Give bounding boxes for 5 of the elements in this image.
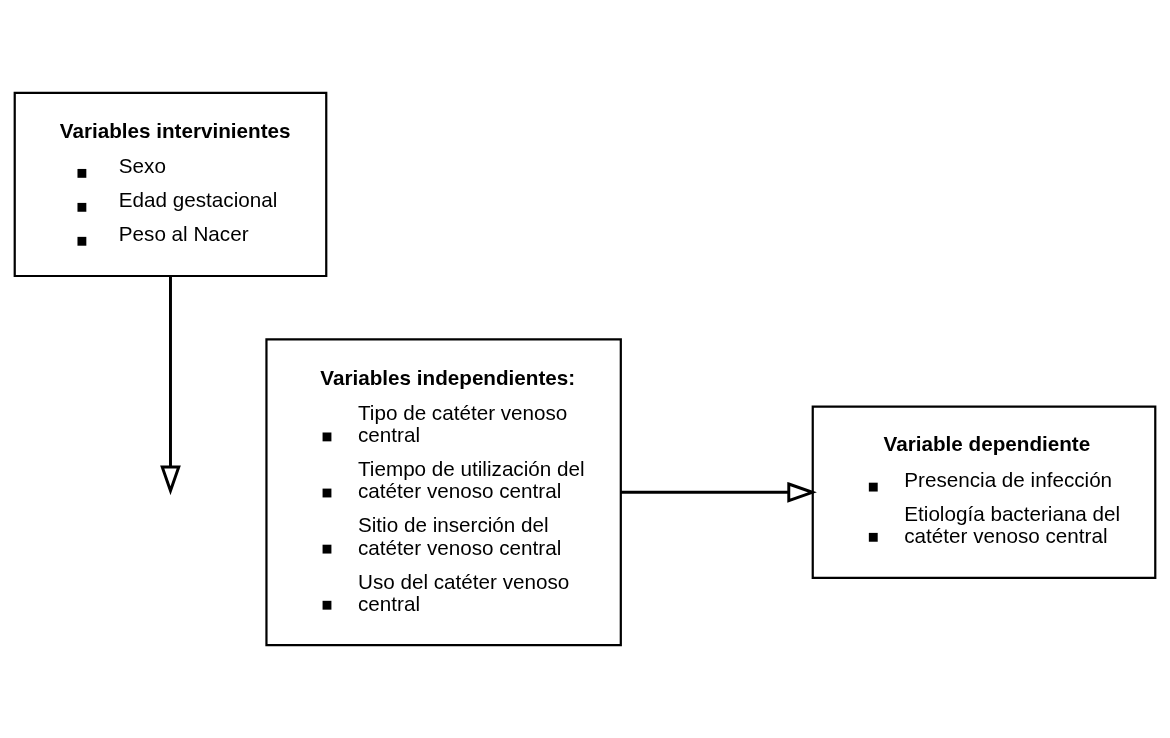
node-box: Variable dependiente Presencia de infección Etiología bacteriana del catéter venoso central: [811, 405, 1157, 580]
arrow: [160, 276, 181, 496]
node-box: Variables independientes: Tipo de catéter venoso central Tiempo de utilización del catéter venoso central Sitio de inserción del catéter venoso central Uso del catéter venoso central: [265, 338, 622, 647]
node-box: Variables intervinientes Sexo Edad gestacional Peso al Nacer: [13, 91, 328, 278]
arrow: [620, 481, 817, 503]
